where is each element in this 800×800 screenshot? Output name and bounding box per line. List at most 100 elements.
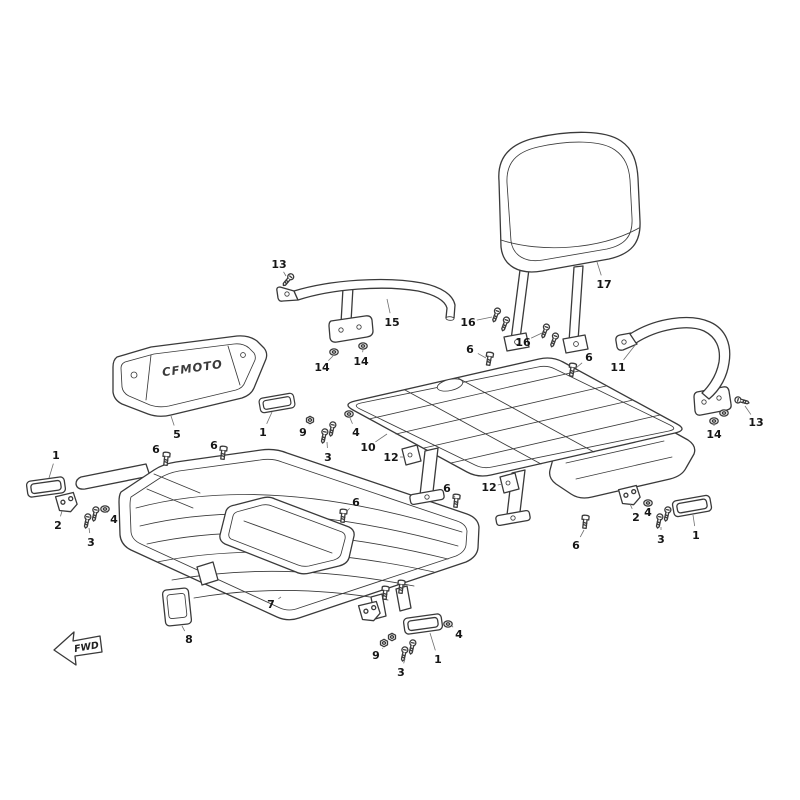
callout-12: 12 — [383, 451, 398, 464]
bracket-right — [617, 484, 642, 507]
screw-part — [326, 420, 338, 438]
screw-part — [280, 271, 296, 289]
callout-1: 1 — [434, 653, 442, 666]
bracket-12a-hole — [407, 452, 413, 458]
callout-2: 2 — [54, 519, 62, 532]
rear-rack-cap-hole — [436, 378, 464, 392]
leader-line — [48, 463, 54, 479]
callout-17: 17 — [596, 278, 611, 291]
callout-12: 12 — [481, 481, 496, 494]
reflector-mid — [257, 392, 297, 414]
screw-part — [398, 645, 410, 663]
leader-line — [623, 343, 637, 361]
pad-inner — [166, 593, 188, 620]
screw-part — [81, 512, 93, 530]
callout-4: 4 — [455, 628, 463, 641]
callout-9: 9 — [299, 426, 307, 439]
nut-part — [305, 415, 315, 425]
nut-part — [379, 638, 389, 648]
screw-part — [733, 395, 751, 407]
callout-1: 1 — [52, 449, 60, 462]
callout-8: 8 — [185, 633, 193, 646]
screw-part — [548, 331, 560, 349]
front-rack-step-lines — [146, 473, 201, 509]
bolt-part — [484, 351, 495, 367]
callout-3: 3 — [87, 536, 95, 549]
bracket-left — [54, 491, 79, 514]
grab-rail-right — [615, 316, 732, 416]
screw-part — [499, 315, 511, 333]
leader-line — [530, 332, 543, 339]
callout-6: 6 — [585, 351, 593, 364]
callout-6: 6 — [572, 539, 580, 552]
rail-right-plate-hole-2 — [716, 395, 722, 401]
leader-line — [60, 510, 63, 517]
leader-line — [452, 494, 456, 498]
rear-rack-leg-1 — [419, 447, 439, 496]
reflector-bottom — [402, 612, 444, 636]
callout-6: 6 — [210, 439, 218, 452]
callout-6: 6 — [466, 343, 474, 356]
washer-part — [358, 342, 368, 350]
backrest — [498, 131, 641, 354]
callout-3: 3 — [324, 451, 332, 464]
screw-part — [406, 638, 418, 656]
callout-3: 3 — [397, 666, 405, 679]
callout-4: 4 — [352, 426, 360, 439]
rear-rack-rim-inner — [355, 365, 675, 469]
leader-line — [429, 632, 436, 651]
callout-7: 7 — [267, 598, 275, 611]
callout-15: 15 — [384, 316, 399, 329]
front-rack-rim-inner — [129, 458, 468, 611]
leader-line — [283, 271, 287, 277]
rail-right-tab-hole — [621, 339, 627, 345]
backrest-seam — [500, 227, 640, 249]
fwd-label: FWD — [73, 640, 99, 655]
screw-part — [89, 505, 101, 523]
cover-plate-hole-2 — [240, 352, 246, 358]
front-rack — [75, 448, 480, 621]
callout-11: 11 — [610, 361, 625, 374]
leader-line — [476, 316, 493, 321]
leader-line — [106, 511, 108, 513]
grab-rail-left — [276, 278, 456, 343]
cover-plate-outer — [112, 335, 268, 417]
leader-line — [579, 529, 585, 538]
backrest-strut-right — [568, 265, 584, 343]
rail-right-plate-hole-1 — [701, 399, 707, 405]
leader-line — [266, 411, 273, 424]
callout-13: 13 — [748, 416, 763, 429]
callout-1: 1 — [259, 426, 267, 439]
fwd-arrow-outline — [53, 631, 103, 666]
callout-6: 6 — [352, 496, 360, 509]
callout-6: 6 — [152, 443, 160, 456]
bolt-part — [451, 493, 461, 509]
callout-14: 14 — [353, 355, 369, 368]
leader-line — [575, 362, 583, 369]
leader-line — [346, 508, 350, 512]
reflector-left — [25, 475, 67, 499]
rail-left-tube — [293, 278, 456, 319]
washer-part — [329, 348, 339, 356]
leader-line — [386, 298, 391, 314]
leader-line — [375, 433, 388, 443]
callout-16: 16 — [460, 316, 476, 329]
washer-part — [100, 505, 110, 513]
leader-line — [349, 417, 353, 424]
callout-5: 5 — [173, 428, 181, 441]
screw-part — [490, 306, 502, 324]
washer-part — [709, 417, 719, 425]
front-rack-center-channel-inner — [228, 504, 346, 567]
callout-4: 4 — [110, 513, 118, 526]
rear-rack-right-wing-slats — [565, 440, 673, 480]
leader-line — [382, 647, 384, 649]
callout-16: 16 — [515, 336, 531, 349]
rear-rack-slats — [368, 370, 661, 465]
callout-4: 4 — [644, 506, 652, 519]
screw-part — [318, 427, 330, 445]
rail-left-plate-hole-1 — [338, 327, 344, 333]
screw-part — [539, 322, 551, 340]
leader-line — [477, 353, 487, 359]
